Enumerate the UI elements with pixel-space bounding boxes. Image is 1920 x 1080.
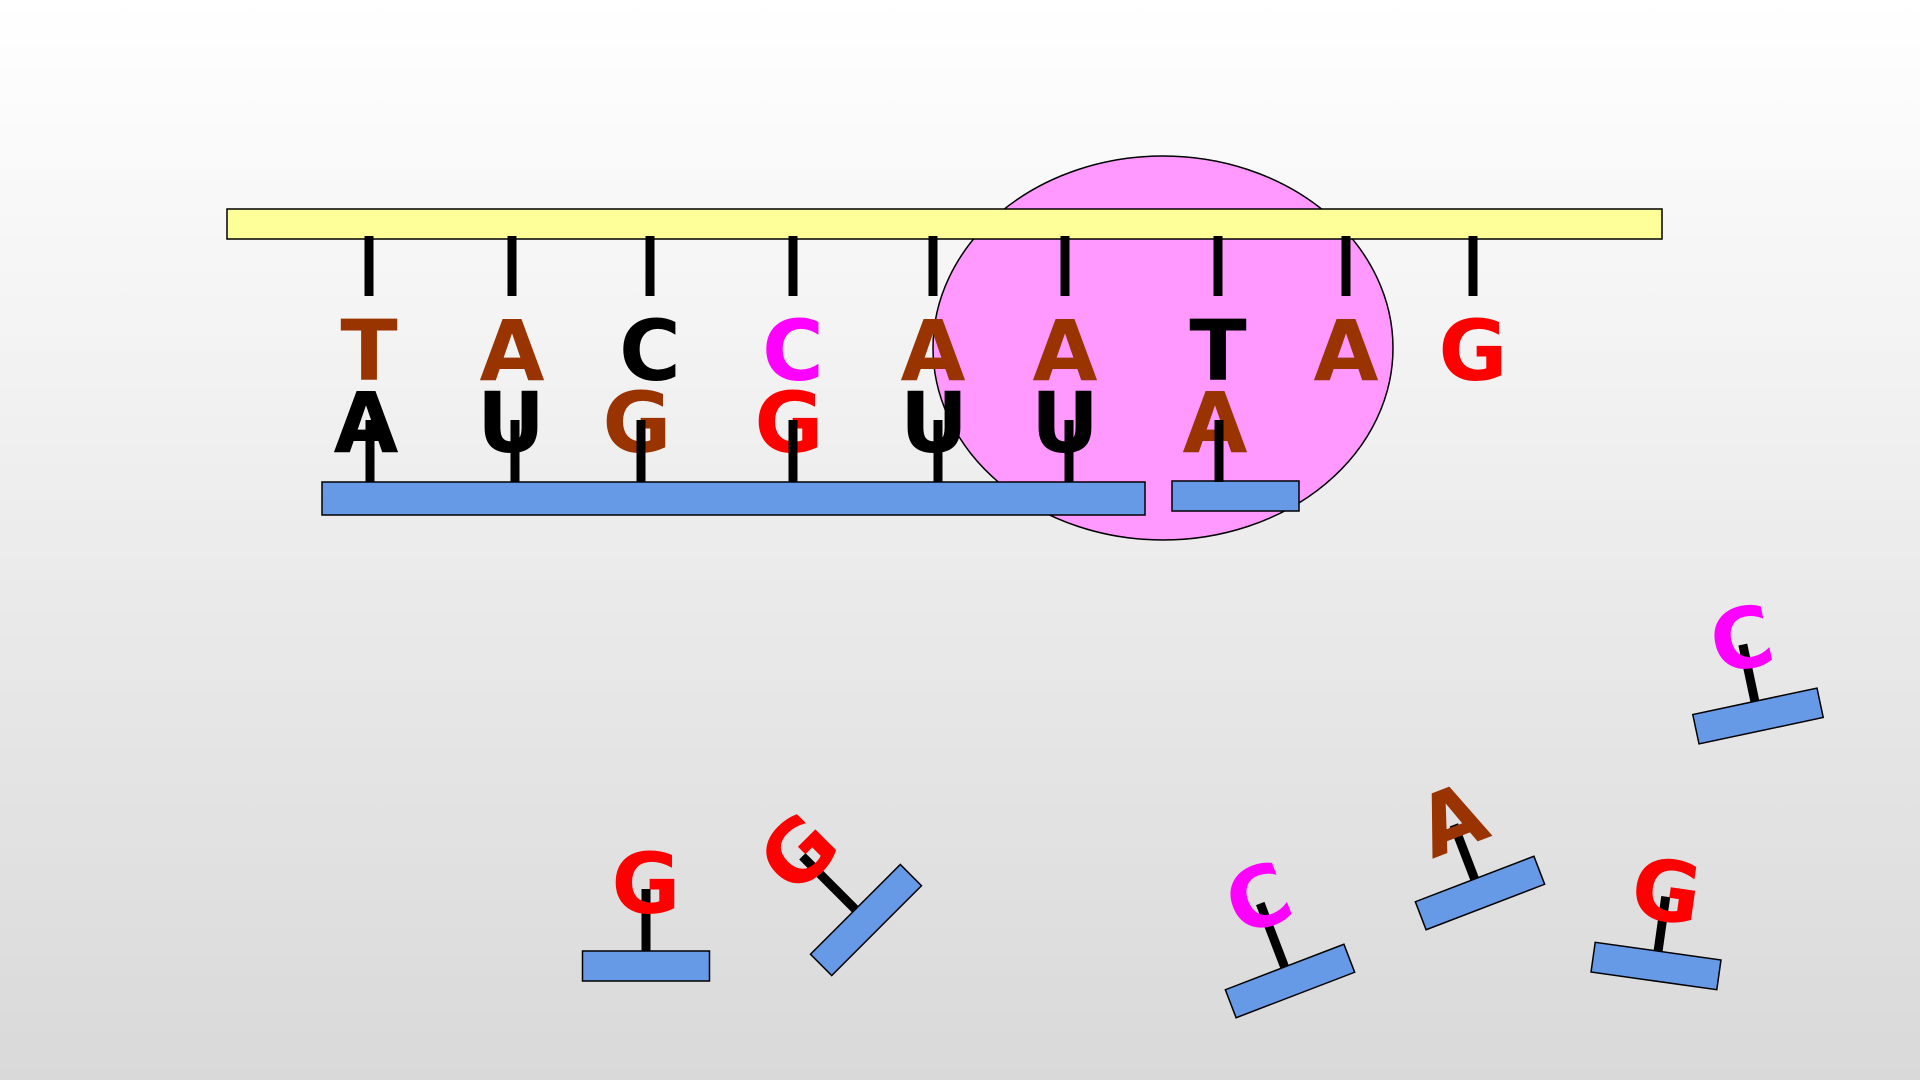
mrna-backbone: [321, 481, 1146, 516]
free-base: G: [612, 835, 681, 933]
nucleotide-stick: [1738, 643, 1760, 703]
nucleotide-stick: [799, 853, 859, 913]
template-base: A: [900, 302, 965, 400]
nucleotide-stick: [1653, 896, 1671, 952]
template-base: C: [619, 302, 681, 400]
nucleotide-body: [581, 950, 711, 982]
template-base: T: [1189, 302, 1246, 400]
free-base: A: [1404, 763, 1500, 878]
template-base: T: [340, 302, 397, 400]
free-base: C: [1212, 842, 1305, 956]
free-nucleotide: C: [1691, 585, 1825, 745]
enzyme-blob: [932, 155, 1394, 541]
paired-bases: AUGGUUA: [333, 374, 1248, 482]
nucleotide-body: [1224, 943, 1356, 1019]
nucleotide-stick: [1449, 823, 1479, 881]
template-base: A: [1032, 302, 1097, 400]
template-base: C: [762, 302, 824, 400]
nucleotide-body: [1590, 941, 1722, 991]
free-nucleotide: A: [1404, 763, 1546, 931]
free-base: C: [1701, 585, 1782, 694]
dna-template-strand: [226, 208, 1663, 240]
nucleotide-stick: [1256, 901, 1289, 969]
template-base: G: [1439, 302, 1508, 400]
free-base: G: [1625, 838, 1707, 945]
free-nucleotide: G: [581, 835, 711, 982]
mrna-new-segment: [1171, 480, 1300, 512]
free-nucleotide: G: [1590, 838, 1722, 991]
template-base: A: [479, 302, 544, 400]
free-nucleotide: G: [740, 794, 923, 977]
free-nucleotide: C: [1212, 842, 1356, 1019]
template-base: A: [1313, 302, 1378, 400]
